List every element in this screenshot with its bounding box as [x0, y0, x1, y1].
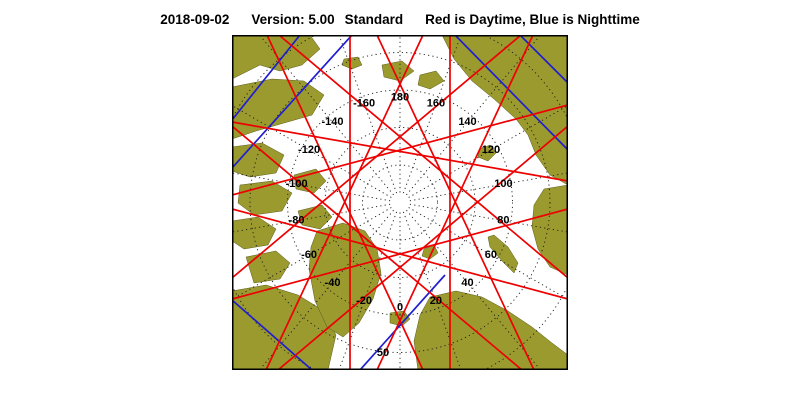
meridian-line	[408, 104, 568, 198]
land-severnaya-zemlya	[477, 144, 497, 162]
longitude-label: 120	[482, 144, 500, 156]
orbit-track-night	[359, 274, 446, 370]
meridian-line	[409, 172, 568, 202]
longitude-label: 180	[391, 91, 409, 103]
longitude-label: -60	[301, 249, 317, 261]
meridian-line	[408, 207, 568, 301]
labels-layer: -160 -140 -120 -100 -80 -60 -40 -20 0 20 40 60 80 100…	[286, 91, 513, 359]
longitude-label: 20	[430, 295, 442, 307]
graticule-layer	[232, 35, 568, 370]
longitude-label: -160	[353, 98, 375, 110]
map-layers: -160 -140 -120 -100 -80 -60 -40 -20 0 20 40 60 80 100…	[232, 35, 568, 370]
orbit-track-day	[232, 104, 568, 196]
land-siberia-east	[441, 35, 568, 186]
longitude-label: 140	[458, 116, 476, 128]
meridian-line	[406, 209, 542, 370]
meridian-line	[232, 104, 392, 198]
meridian-line	[338, 35, 398, 194]
land-layer	[232, 35, 568, 370]
orbit-track-day	[232, 125, 523, 370]
meridian-line	[402, 35, 462, 194]
longitude-label: 0	[397, 301, 403, 313]
orbit-track-night	[454, 35, 568, 151]
longitude-label: -100	[286, 178, 308, 190]
longitude-label: -140	[321, 116, 343, 128]
longitude-label: -40	[325, 277, 341, 289]
meridian-line	[258, 209, 394, 370]
land-canada-arctic-5	[293, 168, 327, 194]
land-new-siberian-islands	[381, 60, 415, 82]
title-standard: Standard	[344, 12, 404, 27]
meridian-line	[232, 207, 392, 301]
orbit-track-day	[265, 35, 424, 370]
latitude-circle	[287, 89, 513, 316]
title-legend: Red is Daytime, Blue is Nighttime	[425, 12, 640, 27]
longitude-label: 60	[485, 249, 497, 261]
plot-title: 2018-09-02 Version: 5.00 Standard Red is…	[0, 12, 800, 27]
orbit-track-day	[376, 35, 535, 370]
orbit-track-day	[232, 121, 568, 182]
land-canada-arctic-3	[232, 216, 277, 250]
longitude-label: 40	[461, 277, 473, 289]
meridian-line	[232, 172, 391, 202]
latitude-label: 50	[377, 347, 389, 359]
latitude-circle	[324, 127, 476, 278]
meridian-line	[406, 35, 542, 196]
orbit-track-night	[519, 35, 568, 84]
orbit-tracks-layer	[232, 35, 568, 370]
meridian-line	[409, 203, 568, 233]
land-new-siberian-islands-2	[417, 70, 445, 90]
land-siberia-central	[531, 184, 568, 276]
land-alaska	[232, 78, 325, 140]
longitude-label: 160	[427, 98, 445, 110]
map-frame	[232, 35, 568, 370]
title-version: Version: 5.00	[251, 12, 335, 27]
orbit-track-night	[232, 35, 301, 121]
meridian-line	[232, 203, 391, 233]
land-chukotka	[232, 35, 321, 80]
longitude-label: -20	[356, 295, 372, 307]
longitude-label: -80	[289, 215, 305, 227]
meridian-line	[258, 35, 394, 196]
meridian-line	[338, 211, 398, 370]
orbit-track-day	[232, 208, 568, 300]
orbit-track-day	[278, 35, 568, 279]
land-canada-arctic-4	[245, 250, 291, 284]
title-date: 2018-09-02	[160, 12, 230, 27]
longitude-label: 100	[494, 178, 512, 190]
longitude-label: 80	[497, 215, 509, 227]
orbit-track-night	[232, 35, 353, 169]
meridian-line	[402, 211, 462, 370]
polar-map: -160 -140 -120 -100 -80 -60 -40 -20 0 20 40 60 80 100…	[232, 35, 568, 370]
longitude-label: -120	[298, 144, 320, 156]
land-canada-arctic-1	[232, 142, 285, 178]
land-novaya-zemlya	[487, 234, 519, 274]
latitude-circle	[249, 52, 551, 353]
orbit-track-night	[232, 299, 313, 370]
